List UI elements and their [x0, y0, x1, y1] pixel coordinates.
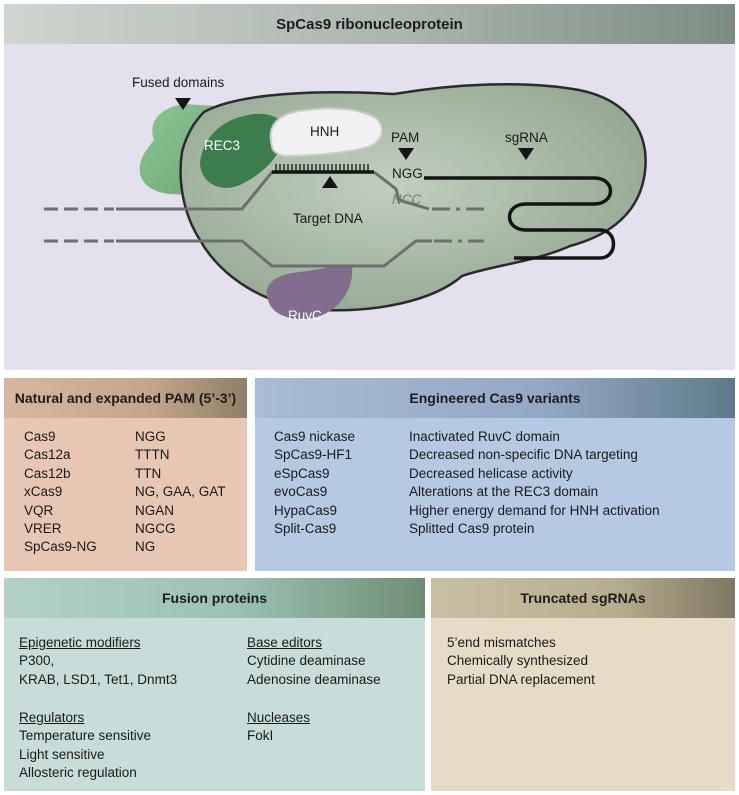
base-editors-group: Base editors Cytidine deaminase Adenosin… [247, 634, 381, 689]
ruvc-domain-shape [266, 265, 353, 320]
ruvc-label: RuvC [288, 308, 322, 323]
fusion-item: Light sensitive [19, 746, 105, 762]
ribonucleoprotein-title: SpCas9 ribonucleoprotein [276, 15, 463, 33]
pam-row: Cas12b TTN [24, 465, 226, 483]
variants-table: Cas9 nickase Inactivated RuvC domain SpCa… [274, 428, 660, 538]
nucleases-heading: Nucleases [247, 710, 311, 725]
pam-row-name: xCas9 [24, 484, 63, 500]
sgrna-label: sgRNA [505, 130, 548, 145]
variant-description: Splitted Cas9 protein [409, 521, 535, 537]
regulators-heading: Regulators [19, 710, 85, 725]
variant-description: Inactivated RuvC domain [409, 429, 560, 444]
variant-row: HypaCas9 Higher energy demand for HNH act… [274, 502, 660, 520]
fusion-item: Adenosine deaminase [247, 671, 381, 687]
ribonucleoprotein-panel: SpCas9 ribonucleoprotein [4, 4, 735, 370]
sgrna-item: 5’end mismatches [447, 635, 556, 650]
pam-row: Cas12a TTTN [24, 446, 226, 464]
pam-row: SpCas9-NG NG [24, 538, 226, 556]
ribonucleoprotein-header: SpCas9 ribonucleoprotein [4, 4, 735, 44]
variant-name: eSpCas9 [274, 465, 330, 481]
pam-row-sequence: NGG [135, 429, 166, 444]
pam-row: Cas9 NGG [24, 428, 226, 446]
variant-description: Decreased helicase activity [409, 465, 573, 481]
sgrna-arrow-icon [518, 148, 534, 160]
ngg-label: NGG [392, 166, 423, 181]
fusion-item: Allosteric regulation [19, 765, 137, 781]
pam-row-sequence: TTTN [135, 447, 170, 463]
pam-arrow-icon [398, 148, 414, 160]
variant-name: evoCas9 [274, 484, 328, 500]
fusion-proteins-header: Fusion proteins [4, 578, 425, 618]
pam-row-name: Cas9 [24, 429, 56, 444]
regulators-group: Regulators Temperature sensitive Light s… [19, 709, 151, 783]
cas9-diagram [44, 82, 647, 320]
ncc-label: NCC [392, 192, 422, 207]
fusion-proteins-panel: Fusion proteins Epigenetic modifiers P30… [4, 578, 425, 791]
variant-description: Alterations at the REC3 domain [409, 484, 599, 500]
fusion-item: P300, [19, 653, 55, 669]
base-pair-ticks [275, 164, 369, 172]
variant-name: HypaCas9 [274, 502, 338, 518]
epigenetic-modifiers-heading: Epigenetic modifiers [19, 635, 141, 650]
pam-row-name: Cas12b [24, 465, 71, 481]
truncated-sgrnas-title: Truncated sgRNAs [520, 590, 646, 606]
pam-panel-title: Natural and expanded PAM (5’-3’) [14, 390, 237, 406]
hnh-domain-shape [269, 107, 383, 158]
sgrna-item: Partial DNA replacement [447, 671, 595, 687]
variant-row: Split-Cas9 Splitted Cas9 protein [274, 520, 660, 538]
fusion-item: Cytidine deaminase [247, 653, 366, 669]
engineered-variants-title: Engineered Cas9 variants [409, 390, 581, 406]
pam-row-name: SpCas9-NG [24, 539, 97, 555]
pam-row-name: Cas12a [24, 447, 71, 463]
pam-row-name: VRER [24, 521, 62, 537]
pam-row-name: VQR [24, 502, 54, 518]
target-dna-label: Target DNA [293, 211, 363, 226]
target-dna-arrow-icon [322, 176, 338, 188]
nucleases-group: Nucleases FokI [247, 709, 310, 746]
pam-row: VRER NGCG [24, 520, 226, 538]
variant-row: SpCas9-HF1 Decreased non-specific DNA tar… [274, 446, 660, 464]
rec3-domain-shape [200, 113, 286, 188]
variant-name: Cas9 nickase [274, 429, 356, 444]
truncated-sgrnas-panel: Truncated sgRNAs 5’end mismatches Chemic… [431, 578, 735, 791]
pam-table: Cas9 NGG Cas12a TTTN Cas12b TTN xCas9 NG, GA… [24, 428, 226, 557]
variant-name: SpCas9-HF1 [274, 447, 353, 463]
sgrna-item: Chemically synthesized [447, 653, 589, 669]
pam-row: VQR NGAN [24, 502, 226, 520]
sgrna-list: 5’end mismatches Chemically synthesized … [447, 634, 595, 689]
variant-name: Split-Cas9 [274, 521, 337, 537]
fusion-item: Temperature sensitive [19, 728, 152, 744]
pam-label: PAM [391, 130, 420, 145]
variant-row: Cas9 nickase Inactivated RuvC domain [274, 428, 660, 446]
pam-panel-header: Natural and expanded PAM (5’-3’) [4, 378, 247, 418]
pam-row-sequence: NG [135, 539, 156, 555]
variant-row: eSpCas9 Decreased helicase activity [274, 465, 660, 483]
variant-description: Higher energy demand for HNH activation [409, 502, 660, 518]
base-editors-heading: Base editors [247, 635, 323, 650]
truncated-sgrnas-header: Truncated sgRNAs [431, 578, 735, 618]
fused-domains-arrow-icon [175, 98, 191, 110]
fusion-item: KRAB, LSD1, Tet1, Dnmt3 [19, 671, 178, 687]
variant-row: evoCas9 Alterations at the REC3 domain [274, 483, 660, 501]
pam-row-sequence: TTN [135, 465, 162, 481]
fusion-proteins-title: Fusion proteins [162, 590, 267, 606]
pam-row-sequence: NGAN [135, 502, 175, 518]
fused-domains-label: Fused domains [132, 75, 225, 90]
variant-description: Decreased non-specific DNA targeting [409, 447, 638, 463]
rec3-label: REC3 [204, 138, 241, 153]
fusion-item: FokI [247, 728, 274, 744]
engineered-variants-header: Engineered Cas9 variants [255, 378, 735, 418]
engineered-variants-panel: Engineered Cas9 variants Cas9 nickase Ina… [255, 378, 735, 571]
sgrna-strand [272, 170, 616, 260]
pam-row: xCas9 NG, GAA, GAT [24, 483, 226, 501]
epigenetic-modifiers-group: Epigenetic modifiers P300, KRAB, LSD1, T… [19, 634, 177, 689]
hnh-label: HNH [310, 124, 340, 139]
pam-row-sequence: NGCG [135, 521, 176, 537]
pam-row-sequence: NG, GAA, GAT [135, 484, 226, 500]
pam-panel: Natural and expanded PAM (5’-3’) Cas9 NGG… [4, 378, 247, 571]
